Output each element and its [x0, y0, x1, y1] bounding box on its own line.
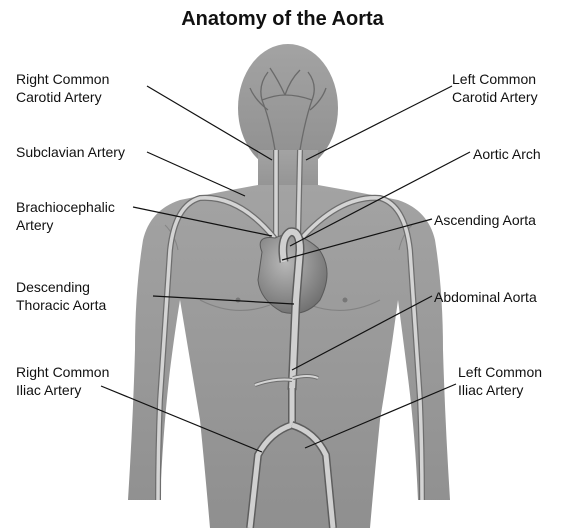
nipple-right [343, 298, 348, 303]
label-right-common-iliac: Right Common Iliac Artery [16, 363, 109, 399]
label-left-common-iliac: Left Common Iliac Artery [458, 363, 542, 399]
label-subclavian: Subclavian Artery [16, 143, 125, 161]
label-descending-thoracic: Descending Thoracic Aorta [16, 278, 106, 314]
leader-subclavian [147, 152, 245, 196]
label-abdominal-aorta: Abdominal Aorta [434, 288, 537, 306]
diagram-title: Anatomy of the Aorta [0, 8, 565, 31]
label-ascending-aorta: Ascending Aorta [434, 211, 536, 229]
left-common-carotid-vessel [298, 150, 300, 242]
label-aortic-arch: Aortic Arch [473, 145, 541, 163]
label-left-common-carotid: Left Common Carotid Artery [452, 70, 538, 106]
label-brachiocephalic: Brachiocephalic Artery [16, 198, 115, 234]
nipple-left [236, 298, 241, 303]
label-right-common-carotid: Right Common Carotid Artery [16, 70, 109, 106]
